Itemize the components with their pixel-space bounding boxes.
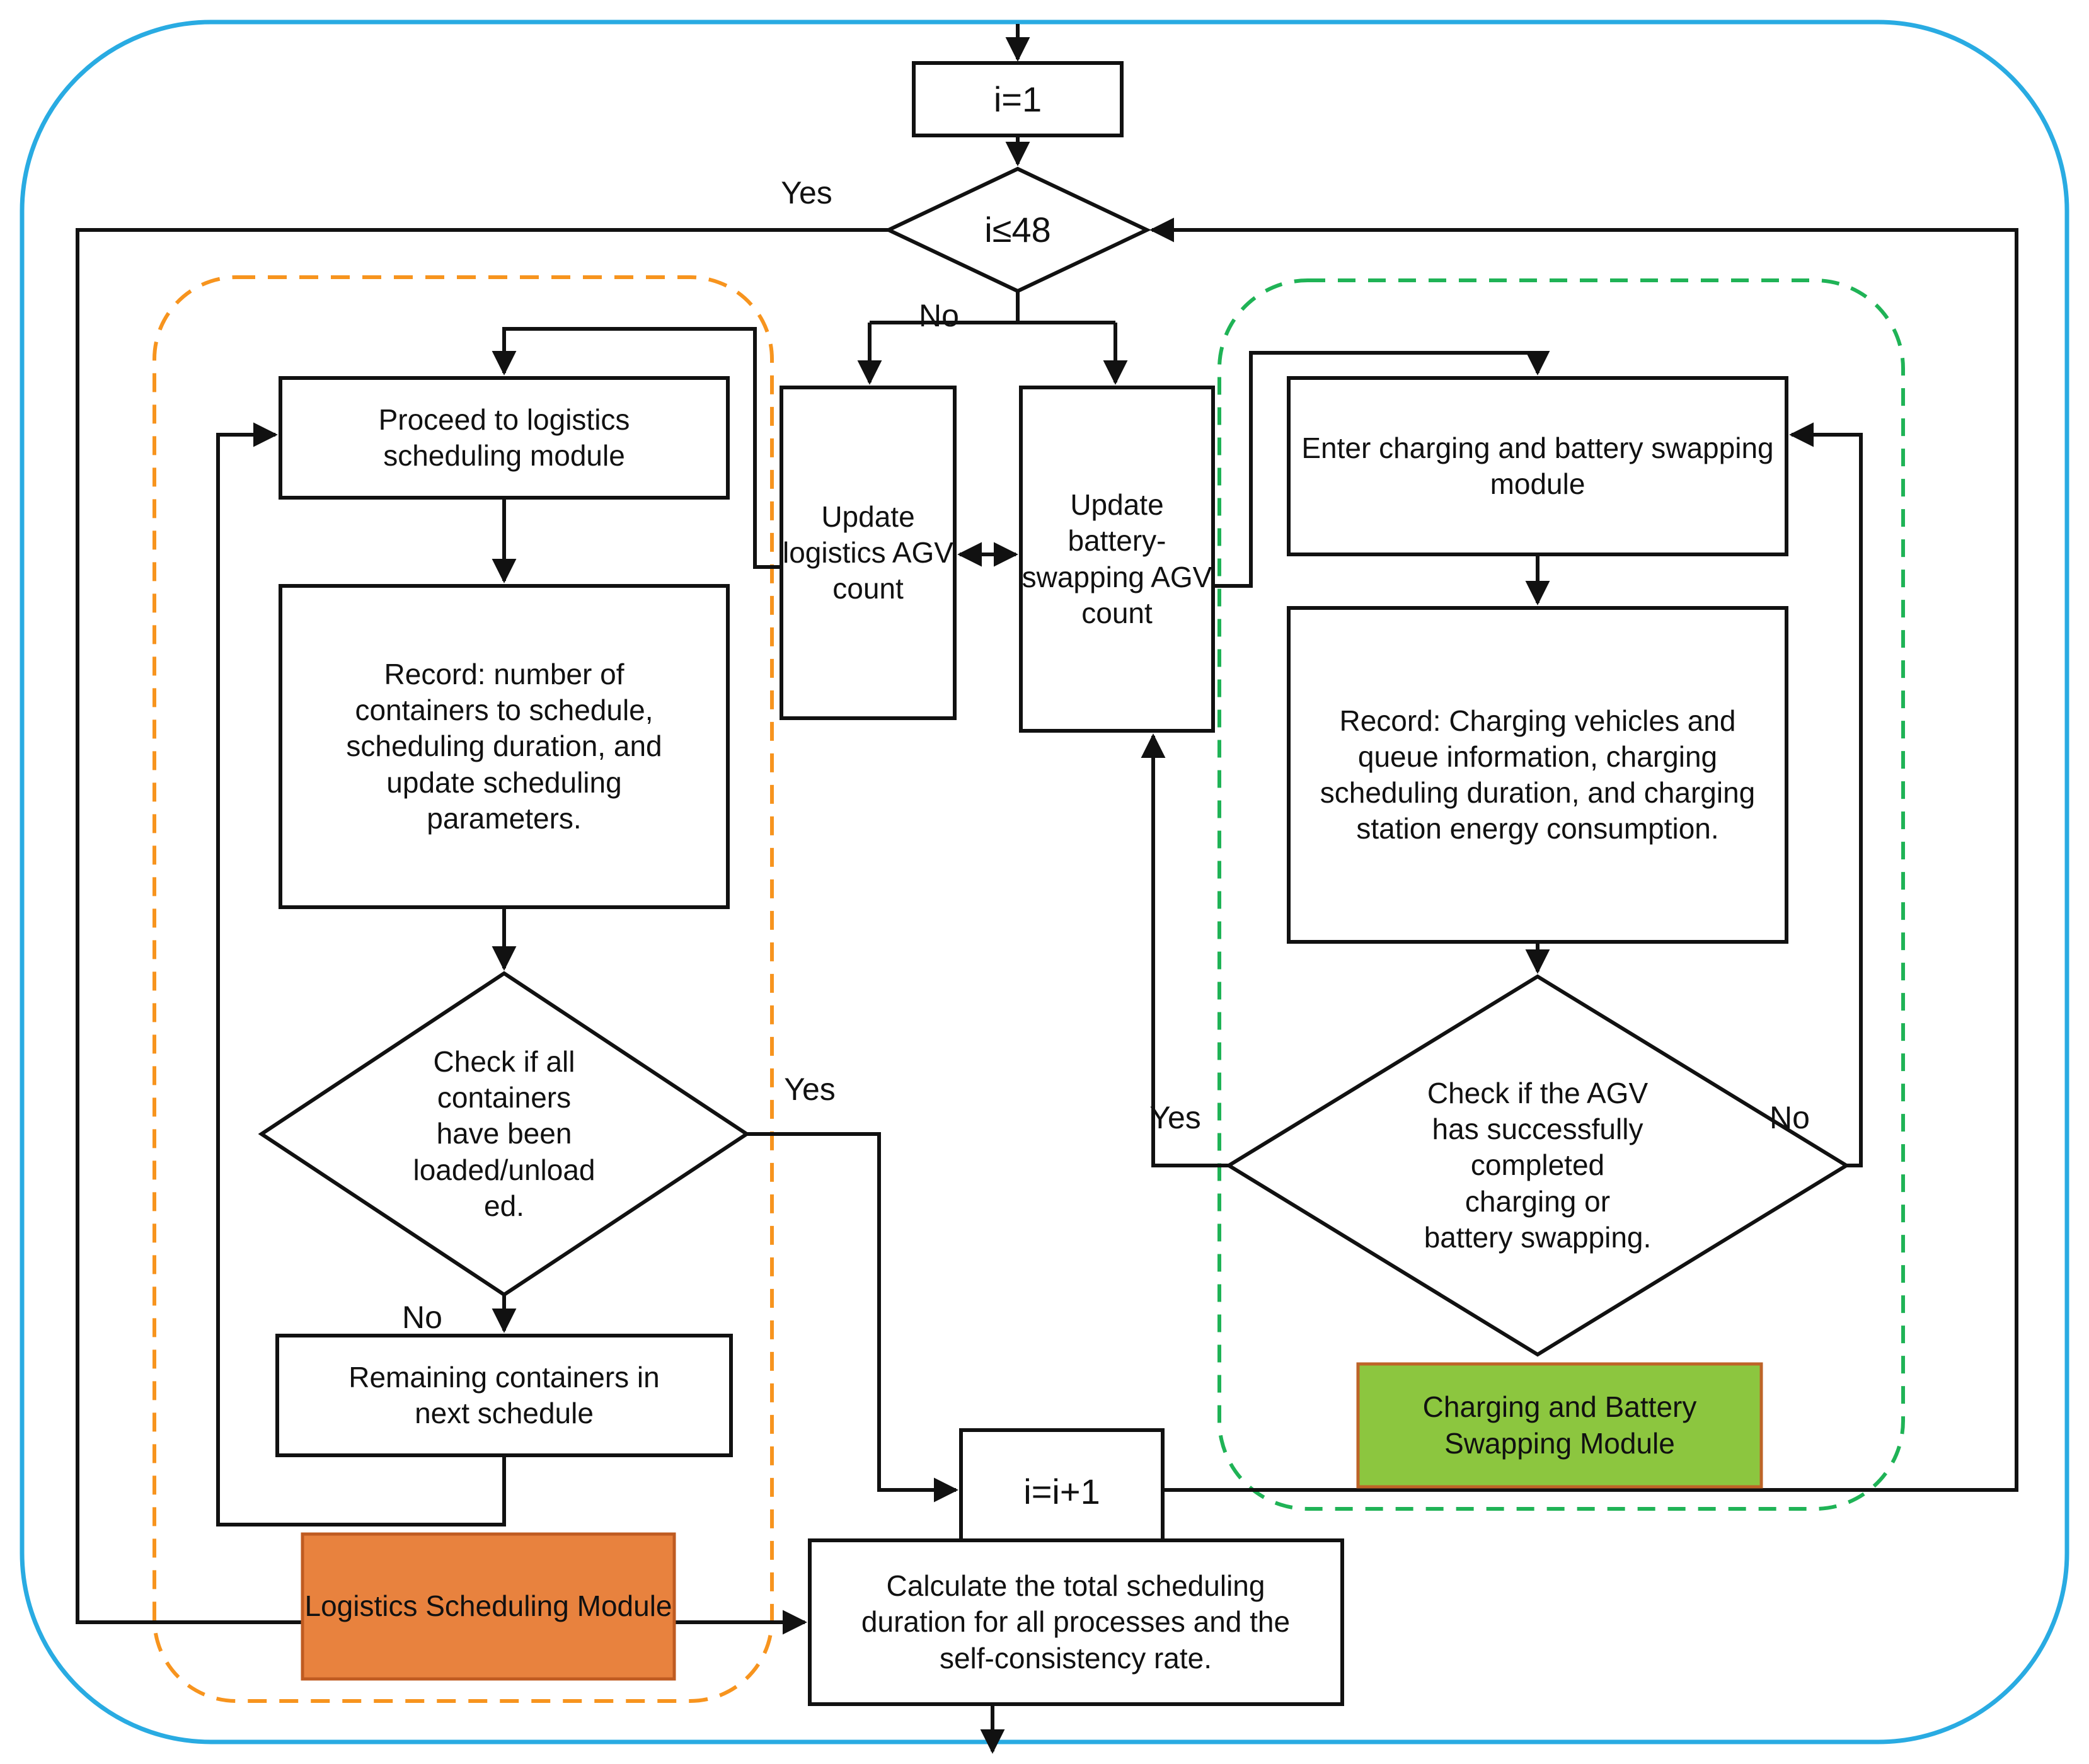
increment-text: i=i+1 (1023, 1471, 1100, 1511)
check-containers-diamond (258, 971, 751, 1297)
edge-yes-to-increment (747, 1132, 958, 1503)
proceed-text: Proceed to logistics scheduling module (378, 403, 630, 472)
label-no-i48: No (919, 298, 959, 333)
charging-module-label: Charging and Battery Swapping Module (1422, 1390, 1697, 1460)
logistics-module-boundary (153, 275, 774, 1703)
record-logistics-text: Record: number of containers to schedule… (346, 658, 662, 835)
record-charging-text: Record: Charging vehicles and queue info… (1320, 704, 1756, 845)
edge-update-battery-to-enter (1213, 350, 1550, 588)
init-box (912, 61, 1124, 137)
label-yes-containers: Yes (784, 1072, 836, 1107)
update-logistics-text: Update logistics AGV count (783, 500, 953, 605)
calculate-text: Calculate the total scheduling duration … (861, 1569, 1291, 1675)
edge-increment-return (1149, 217, 2018, 1492)
init-text: i=1 (993, 79, 1042, 119)
edge-agv-yes-to-update-battery (1141, 733, 1229, 1167)
update-battery-text: Update battery-swapping AGV count (1021, 488, 1212, 629)
charging-module-boundary (1217, 278, 1905, 1511)
enter-charging-box (1287, 376, 1788, 556)
check-agv-text: Check if the AGV has successfully comple… (1424, 1077, 1652, 1254)
edge-agv-no-to-enter (1789, 422, 1863, 1167)
logistics-module-label: Logistics Scheduling Module (304, 1589, 672, 1623)
calculate-box (808, 1538, 1344, 1706)
check-containers-text: Check if all containers have been loaded… (413, 1045, 596, 1222)
enter-charging-text: Enter charging and battery swapping modu… (1301, 431, 1774, 500)
label-yes-agv: Yes (1149, 1100, 1201, 1135)
loop-check-text: i≤48 (984, 210, 1051, 250)
check-agv-diamond (1225, 974, 1850, 1357)
logistics-module-label-plate (301, 1532, 676, 1681)
record-logistics-box (279, 584, 730, 909)
label-yes-i48: Yes (781, 175, 832, 210)
edge-update-logistics-to-proceed (492, 327, 781, 569)
record-charging-box (1287, 606, 1788, 944)
remaining-box (275, 1334, 733, 1457)
outer-blue-frame (20, 20, 2069, 1744)
remaining-text: Remaining containers in next schedule (348, 1360, 660, 1429)
loop-check-diamond (883, 166, 1152, 294)
update-logistics-box (780, 386, 957, 720)
edge-remaining-loop-to-proceed (216, 422, 506, 1526)
label-no-agv: No (1770, 1100, 1810, 1135)
update-battery-box (1019, 386, 1215, 733)
proceed-box (279, 376, 730, 500)
charging-module-label-plate (1356, 1362, 1763, 1489)
label-no-containers: No (402, 1300, 442, 1335)
